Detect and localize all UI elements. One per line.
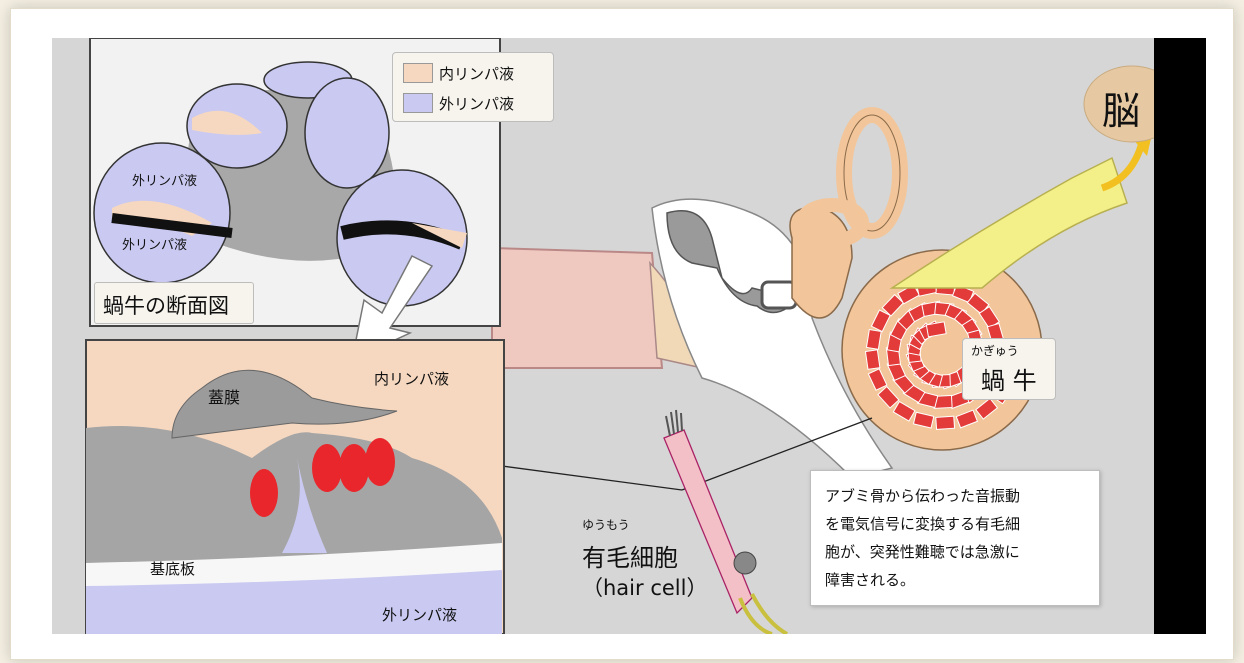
cochlea-ruby: かぎゅう [971, 342, 1019, 359]
basilar-membrane-label: 基底板 [150, 558, 195, 579]
perilymph-label-2: 外リンパ液 [122, 234, 187, 253]
cross-section-caption-box: 蝸牛の断面図 [94, 282, 254, 324]
cochlea-segment [926, 322, 946, 337]
hair-cell-nucleus [734, 552, 756, 574]
note-line-3: 胞が、突発性難聴では急激に [825, 541, 1020, 562]
note-line-1: アブミ骨から伝わった音振動 [825, 485, 1020, 506]
hair-cell-english-label: （hair cell） [582, 572, 707, 602]
legend-label-endolymph: 内リンパ液 [439, 63, 514, 84]
legend: 内リンパ液 外リンパ液 [392, 52, 554, 122]
stapes [762, 282, 796, 308]
cross-section-caption: 蝸牛の断面図 [103, 290, 229, 320]
perilymph-label-bottom: 外リンパ液 [382, 604, 457, 625]
legend-label-perilymph: 外リンパ液 [439, 93, 514, 114]
endolymph-label: 内リンパ液 [374, 368, 449, 389]
note-line-4: 障害される。 [825, 569, 915, 590]
legend-swatch-perilymph [403, 93, 433, 113]
ear-diagram: 内リンパ液 外リンパ液 外リンパ液 外リンパ液 蝸牛の断面図 蓋膜 内リンパ液 … [52, 38, 1154, 634]
cochlea-label-box: かぎゅう 蝸 牛 [962, 338, 1056, 400]
brain-label: 脳 [1102, 80, 1140, 135]
ear-canal [492, 248, 662, 368]
auditory-nerve [892, 158, 1127, 288]
perilymph-label-1: 外リンパ液 [132, 170, 197, 189]
hair-cell-label: 有毛細胞 [582, 538, 678, 573]
cochlea-segment [865, 350, 879, 370]
hair-cell-ruby: ゆうもう [582, 516, 630, 533]
tectorial-membrane-label: 蓋膜 [208, 384, 240, 408]
legend-swatch-endolymph [403, 63, 433, 83]
cochlea-segment [936, 416, 955, 429]
cochlea-label: 蝸 牛 [981, 361, 1037, 396]
cochlea-segment [866, 330, 881, 350]
explanation-note: アブミ骨から伝わった音振動 を電気信号に変換する有毛細 胞が、突発性難聴では急激… [810, 470, 1100, 606]
note-line-2: を電気信号に変換する有毛細 [825, 513, 1020, 534]
